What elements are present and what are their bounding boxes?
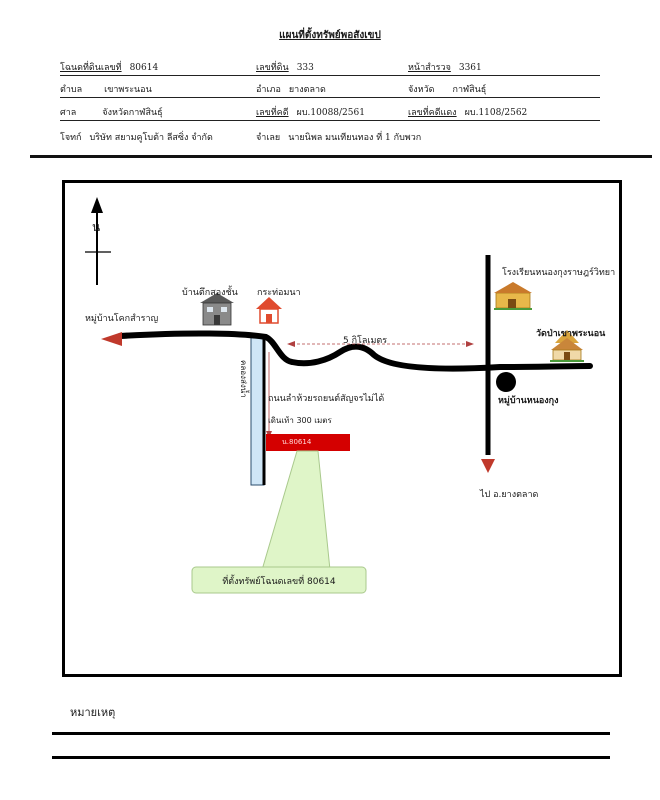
- province-label: จังหวัด: [408, 85, 435, 95]
- district-value: ยางตลาด: [288, 85, 326, 95]
- map-frame: [62, 180, 622, 677]
- house-label: บ้านตึกสองชั้น: [182, 288, 238, 298]
- plot-rect: [266, 434, 350, 451]
- plaintiff-value: บริษัท สยามคูโบต้า ลีสซิ่ง จำกัด: [89, 133, 213, 143]
- village-marker-icon: [496, 372, 516, 392]
- south-arrow-icon: [481, 459, 495, 473]
- court-value: จังหวัดกาฬสินธุ์: [102, 108, 163, 118]
- house-icon: [200, 293, 234, 326]
- header-row-court: ศาล จังหวัดกาฬสินธุ์ เลขที่คดี ผบ.10088/25…: [60, 103, 600, 121]
- notes-label: หมายเหตุ: [70, 706, 116, 719]
- school-label: โรงเรียนหนองกุงราษฎร์วิทยา: [502, 268, 616, 278]
- canal-label: คลองส่งน้ำ: [239, 360, 248, 398]
- subdistrict-label: ตำบล: [60, 85, 83, 95]
- land-no-label: เลขที่ดิน: [256, 63, 289, 73]
- defendant-label: จำเลย: [256, 133, 281, 143]
- dirt-road-label: ถนนลำห้วยรถยนต์สัญจรไม่ได้: [268, 394, 385, 404]
- distance-dimension: [287, 341, 474, 347]
- north-label: น: [92, 220, 101, 234]
- district-label: อำเภอ: [256, 85, 281, 95]
- deed-value: 80614: [129, 63, 159, 73]
- west-arrow-icon: [101, 332, 122, 346]
- plot-tag: น.80614: [282, 438, 312, 446]
- notes-line-1: [52, 732, 610, 735]
- subdistrict-value: เขาพระนอน: [104, 85, 152, 95]
- walk-distance-label: เดินเท้า 300 เมตร: [268, 416, 332, 425]
- header-row-parties: โจทก์ บริษัท สยามคูโบต้า ลีสซิ่ง จำกัด จำ…: [60, 128, 600, 146]
- village-west-label: หมู่บ้านโคกสำราญ: [85, 314, 159, 324]
- temple-label: วัดป่าเขาพระนอน: [536, 329, 606, 339]
- province-value: กาฬสินธุ์: [452, 85, 487, 95]
- red-case-value: ผบ.1108/2562: [464, 108, 528, 118]
- red-case-label: เลขที่คดีแดง: [408, 108, 457, 118]
- school-icon: [494, 282, 532, 310]
- case-value: ผบ.10088/2561: [296, 108, 365, 118]
- page-title: แผนที่ตั้งทรัพย์พอสังเขป: [279, 30, 381, 41]
- canal-strip: [250, 334, 265, 486]
- to-yangtalat-label: ไป อ.ยางตลาด: [480, 490, 539, 500]
- deed-label: โฉนดที่ดินเลขที่: [60, 63, 122, 73]
- callout-label: ที่ตั้งทรัพย์โฉนดเลขที่ 80614: [222, 577, 336, 587]
- header-row-deed: โฉนดที่ดินเลขที่ 80614 เลขที่ดิน 333 หน้าส…: [60, 58, 600, 76]
- defendant-value: นายนิพล มนเทียนทอง ที่ 1 กับพวก: [288, 133, 422, 143]
- land-no-value: 333: [296, 63, 314, 73]
- case-label: เลขที่คดี: [256, 108, 289, 118]
- plaintiff-label: โจทก์: [60, 133, 82, 143]
- distance-label: 5 กิโลเมตร: [343, 336, 388, 346]
- hut-icon: [256, 297, 282, 324]
- temple-icon: [550, 330, 584, 362]
- village-nongkung-label: หมู่บ้านหนองกุง: [498, 396, 559, 406]
- callout-box: [191, 566, 367, 594]
- north-arrow-icon: [85, 197, 111, 285]
- header-row-location: ตำบล เขาพระนอน อำเภอ ยางตลาด จังหวัด กาฬสิน…: [60, 80, 600, 98]
- hut-label: กระท่อมนา: [257, 288, 301, 298]
- header-divider: [30, 155, 652, 158]
- callout-pointer: [261, 450, 331, 571]
- main-road: [117, 330, 593, 372]
- survey-value: 3361: [458, 63, 482, 73]
- court-label: ศาล: [60, 108, 77, 118]
- survey-label: หน้าสำรวจ: [408, 63, 451, 73]
- notes-line-2: [52, 756, 610, 759]
